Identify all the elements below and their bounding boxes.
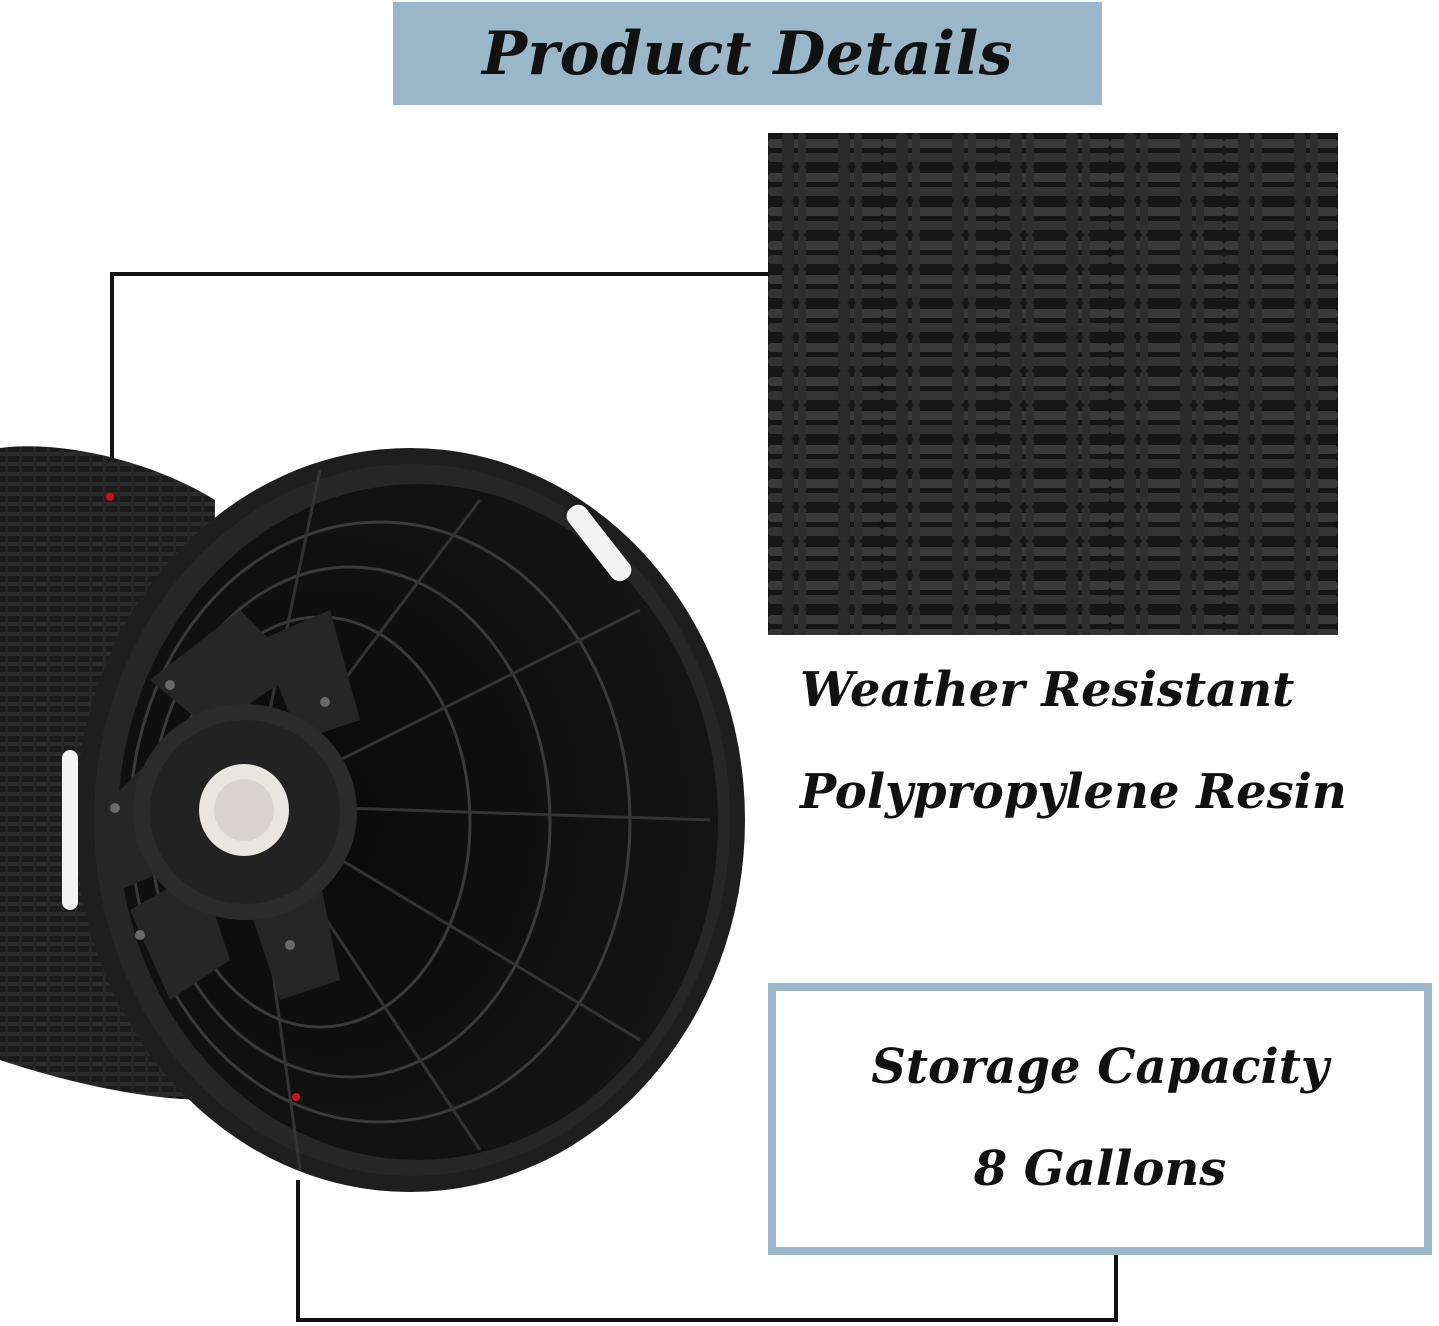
capacity-box: Storage Capacity 8 Gallons xyxy=(768,983,1432,1255)
title-banner: Product Details xyxy=(393,2,1102,105)
weave-closeup-photo xyxy=(768,133,1338,635)
connector-top-horizontal xyxy=(110,272,770,276)
stool-interior-photo xyxy=(0,446,745,1192)
capacity-label: Storage Capacity xyxy=(871,1039,1329,1095)
feature-weather-resistant: Weather Resistant xyxy=(800,662,1295,718)
connector-bottom-right-vertical xyxy=(1114,1247,1118,1322)
connector-top-vertical xyxy=(110,272,114,472)
handle-slot-top xyxy=(566,504,632,582)
capacity-value: 8 Gallons xyxy=(973,1141,1227,1197)
connector-bottom-horizontal xyxy=(296,1318,1118,1322)
connector-bottom-left-vertical xyxy=(296,1180,300,1322)
page-title: Product Details xyxy=(481,18,1014,89)
handle-slot-left xyxy=(62,750,78,910)
feature-polypropylene-resin: Polypropylene Resin xyxy=(800,764,1347,820)
